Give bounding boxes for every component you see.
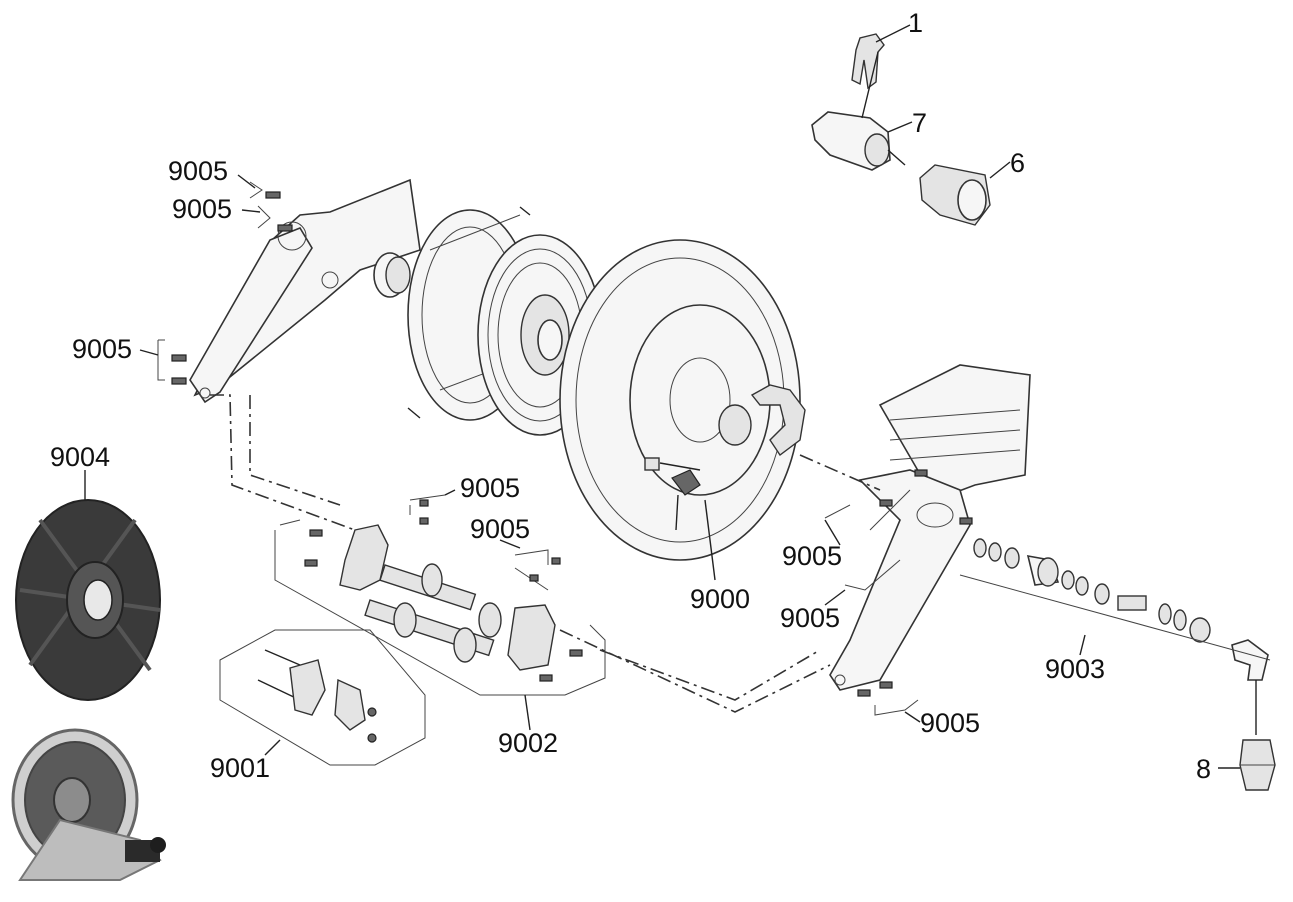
right-bracket	[829, 364, 1031, 691]
label-part-9005-e: 9005	[470, 514, 530, 544]
assembly-center-lines	[210, 394, 881, 713]
reel-drum	[559, 239, 806, 561]
label-part-9002: 9002	[498, 728, 558, 758]
label-part-9005-f: 9005	[782, 541, 842, 571]
left-bushing	[373, 252, 411, 298]
swivel-parts	[973, 538, 1269, 681]
label-part-9005-b: 9005	[172, 194, 232, 224]
label-part-6: 6	[1010, 148, 1025, 178]
label-part-9005-h: 9005	[920, 708, 980, 738]
label-part-9001: 9001	[210, 753, 270, 783]
cover-disc	[15, 499, 161, 701]
label-part-7: 7	[912, 108, 927, 138]
shaft-assembly	[304, 524, 583, 682]
label-part-1: 1	[908, 8, 923, 38]
label-part-9003: 9003	[1045, 654, 1105, 684]
coupler-parts	[811, 33, 991, 226]
small-bracket	[257, 649, 377, 743]
label-part-9005-c: 9005	[72, 334, 132, 364]
label-part-9004: 9004	[50, 442, 110, 472]
label-part-8: 8	[1196, 754, 1211, 784]
label-part-9005-g: 9005	[780, 603, 840, 633]
label-part-9000: 9000	[690, 584, 750, 614]
label-part-9005-d: 9005	[460, 473, 520, 503]
label-part-9005-a: 9005	[168, 156, 228, 186]
screw-brackets	[157, 181, 973, 716]
inlet-fitting	[1239, 680, 1276, 791]
part-labels: 1 7 6 9005 9005 9005 9004 9005 9005 9000…	[50, 8, 1211, 784]
leader-lines	[84, 24, 1240, 769]
group-outlines	[219, 519, 1271, 766]
assembled-reel-photo	[11, 728, 166, 881]
